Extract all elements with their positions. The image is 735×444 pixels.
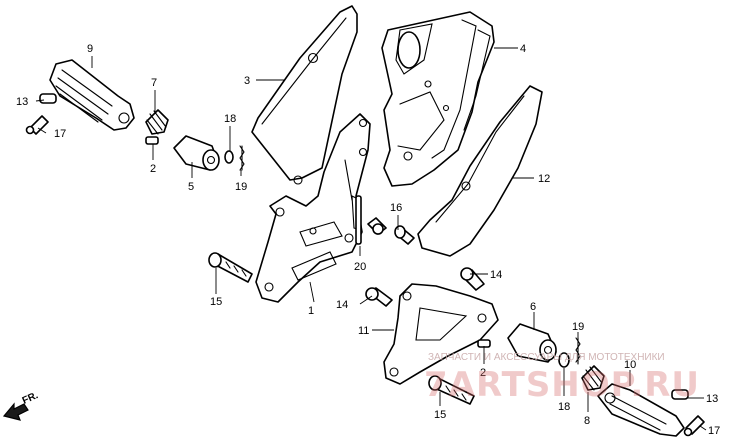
main-bracket-left <box>255 113 371 303</box>
clip-19-left <box>239 145 245 171</box>
watermark-logo: 7ARTSHOP.RU <box>424 365 700 405</box>
spring-8-right <box>581 365 605 391</box>
leader-lines <box>35 47 707 431</box>
bolt-16 <box>394 225 415 245</box>
cotter-17-right <box>683 415 705 437</box>
callout-15-left: 15 <box>210 296 222 308</box>
callout-17-left: 17 <box>54 128 66 140</box>
heel-guard-right <box>417 85 543 257</box>
bolt-14-left <box>365 287 393 307</box>
screw-upper <box>367 217 387 235</box>
callout-16: 16 <box>390 202 402 214</box>
heel-guard-left <box>251 5 358 185</box>
callout-17-right: 17 <box>708 425 720 437</box>
callout-labels: 9 13 17 7 2 5 18 19 3 4 12 16 14 20 15 1… <box>16 43 720 437</box>
footpeg-left <box>49 59 135 131</box>
washer-18-right <box>558 352 570 368</box>
pin-20 <box>355 195 362 245</box>
callout-19-left: 19 <box>235 181 247 193</box>
clip-19-right <box>575 337 581 365</box>
callout-14-right: 14 <box>490 269 502 281</box>
callout-8: 8 <box>584 415 590 427</box>
bolt-14-right <box>460 267 485 291</box>
cotter-17-left <box>25 115 49 135</box>
callout-2-left: 2 <box>150 163 156 175</box>
callout-5: 5 <box>188 181 194 193</box>
callout-18-right: 18 <box>558 401 570 413</box>
callout-9: 9 <box>87 43 93 55</box>
plate-4 <box>381 11 495 187</box>
pivot-5-left <box>173 135 220 171</box>
washer-18-left <box>224 150 234 164</box>
callout-13-left: 13 <box>16 96 28 108</box>
callout-11: 11 <box>358 325 369 337</box>
pin-13-right <box>671 389 689 400</box>
callout-19-right: 19 <box>572 321 584 333</box>
callout-18-left: 18 <box>224 113 236 125</box>
callout-15-right: 15 <box>434 409 446 421</box>
pin-13-left <box>39 93 57 104</box>
bolt-2-right <box>477 339 491 348</box>
front-arrow: FR. <box>2 390 40 421</box>
callout-14-left: 14 <box>336 299 348 311</box>
bracket-right <box>383 283 499 385</box>
callout-20: 20 <box>354 261 366 273</box>
callout-3: 3 <box>244 75 250 87</box>
bolt-15-left <box>208 252 253 283</box>
front-arrow-label: FR. <box>21 390 40 407</box>
watermark: ЗАПЧАСТИ И АКСЕССУАРЫ ДЛЯ МОТОТЕХНИКИ 7A… <box>424 352 700 405</box>
spring-7-left <box>145 109 169 135</box>
callout-6: 6 <box>530 301 536 313</box>
callout-12: 12 <box>538 173 550 185</box>
callout-7: 7 <box>151 77 157 89</box>
callout-13-right: 13 <box>706 393 718 405</box>
callout-10: 10 <box>624 359 636 371</box>
callout-1: 1 <box>308 305 314 317</box>
pivot-6-right <box>507 323 557 363</box>
watermark-tagline: ЗАПЧАСТИ И АКСЕССУАРЫ ДЛЯ МОТОТЕХНИКИ <box>428 352 665 363</box>
callout-2-right: 2 <box>480 367 486 379</box>
footpeg-right <box>597 383 685 437</box>
bolt-2-left <box>145 136 159 145</box>
bolt-15-right <box>428 375 475 405</box>
callout-4: 4 <box>520 43 526 55</box>
